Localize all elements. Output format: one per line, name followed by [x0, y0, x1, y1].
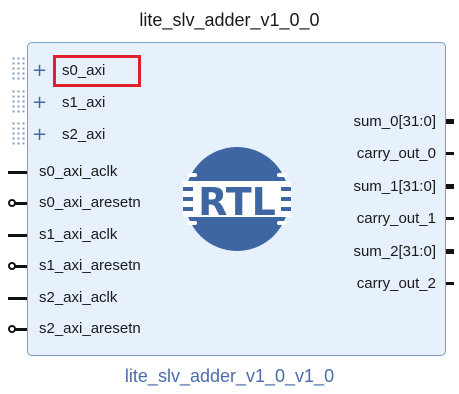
- port-s1-axi-aclk-label: s1_axi_aclk: [39, 226, 118, 243]
- port-s0-axi-aresetn-label: s0_axi_aresetn: [39, 194, 141, 211]
- port-s0-axi-aclk-label: s0_axi_aclk: [39, 163, 118, 180]
- port-s1-axi-aresetn-label: s1_axi_aresetn: [39, 257, 141, 274]
- port-carry-out-0-label: carry_out_0: [356, 145, 436, 162]
- interface-s2-axi-label[interactable]: s2_axi: [62, 126, 106, 143]
- port-carry-out-1-label: carry_out_1: [356, 210, 436, 227]
- expand-icon[interactable]: +: [32, 60, 48, 81]
- rtl-logo-text: RTL: [198, 180, 276, 224]
- port-carry-out-2-label: carry_out_2: [356, 275, 436, 292]
- interface-connector-s2-axi[interactable]: [11, 121, 25, 146]
- interface-s1-axi-label[interactable]: s1_axi: [62, 94, 106, 111]
- port-pin[interactable]: [8, 234, 27, 237]
- bus-pin[interactable]: [446, 249, 454, 254]
- port-s2-axi-aclk-label: s2_axi_aclk: [39, 289, 118, 306]
- port-pin[interactable]: [446, 282, 454, 285]
- instance-name: lite_slv_adder_v1_0_v1_0: [124, 366, 335, 386]
- rtl-logo-icon: RTL: [183, 147, 291, 251]
- port-pin[interactable]: [15, 328, 27, 331]
- port-sum-0-label: sum_0[31:0]: [353, 113, 436, 130]
- port-pin[interactable]: [446, 152, 454, 155]
- interface-s0-axi-label[interactable]: s0_axi: [62, 62, 106, 79]
- port-pin[interactable]: [8, 297, 27, 300]
- port-pin[interactable]: [8, 171, 27, 174]
- port-sum-1-label: sum_1[31:0]: [353, 178, 436, 195]
- port-sum-2-label: sum_2[31:0]: [353, 243, 436, 260]
- selection-highlight: [53, 55, 141, 87]
- port-s2-axi-aresetn-label: s2_axi_aresetn: [39, 320, 141, 337]
- port-pin[interactable]: [446, 217, 454, 220]
- interface-connector-s1-axi[interactable]: [11, 89, 25, 114]
- port-pin[interactable]: [15, 202, 27, 205]
- bus-pin[interactable]: [446, 184, 454, 189]
- bus-pin[interactable]: [446, 119, 454, 124]
- expand-icon[interactable]: +: [32, 92, 48, 113]
- port-pin[interactable]: [15, 265, 27, 268]
- expand-icon[interactable]: +: [32, 124, 48, 145]
- block-title: lite_slv_adder_v1_0_0: [139, 10, 320, 30]
- interface-connector-s0-axi[interactable]: [11, 56, 25, 81]
